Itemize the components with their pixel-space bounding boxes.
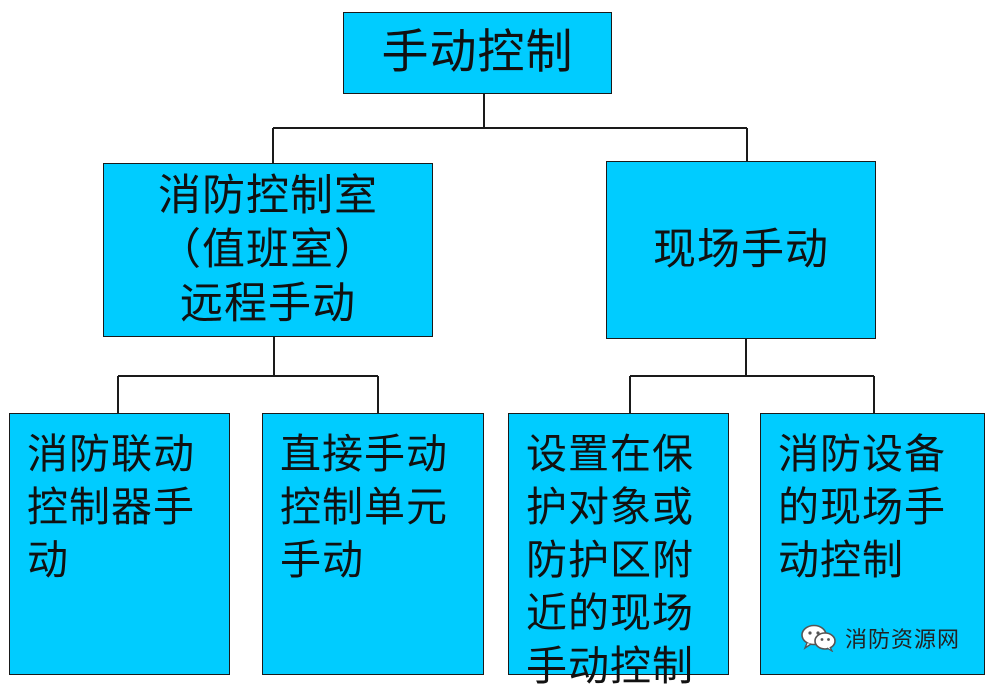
leaf-node: 设置在保护对象或防护区附近的现场手动控制 [508, 413, 729, 690]
leaf-node: 消防设备的现场手动控制 [760, 413, 985, 675]
branch-node-onsite: 现场手动 [606, 161, 876, 339]
leaf-node: 直接手动控制单元手动 [262, 413, 484, 675]
branch-label-line: 现场手动 [653, 225, 829, 275]
wechat-icon [801, 624, 836, 652]
branch-label-line: 消防控制室 [158, 171, 378, 221]
branch-node-control-room: 消防控制室 （值班室） 远程手动 [103, 163, 433, 337]
connector-branch2-to-children [629, 338, 875, 413]
branch-label-line: （值班室） [158, 225, 378, 275]
leaf-label: 设置在保护对象或防护区附近的现场手动控制 [526, 430, 694, 690]
root-node: 手动控制 [343, 12, 612, 94]
leaf-label: 消防联动控制器手动 [27, 430, 195, 584]
watermark-text: 消防资源网 [844, 628, 960, 653]
leaf-node: 消防联动控制器手动 [9, 413, 230, 675]
root-label: 手动控制 [381, 25, 574, 80]
branch-label-line: 远程手动 [180, 279, 356, 329]
watermark: 消防资源网 [801, 622, 960, 654]
connector-root-to-branches [272, 93, 748, 163]
leaf-label: 消防设备的现场手动控制 [778, 430, 946, 584]
connector-branch1-to-children [117, 336, 379, 413]
leaf-label: 直接手动控制单元手动 [280, 430, 448, 584]
